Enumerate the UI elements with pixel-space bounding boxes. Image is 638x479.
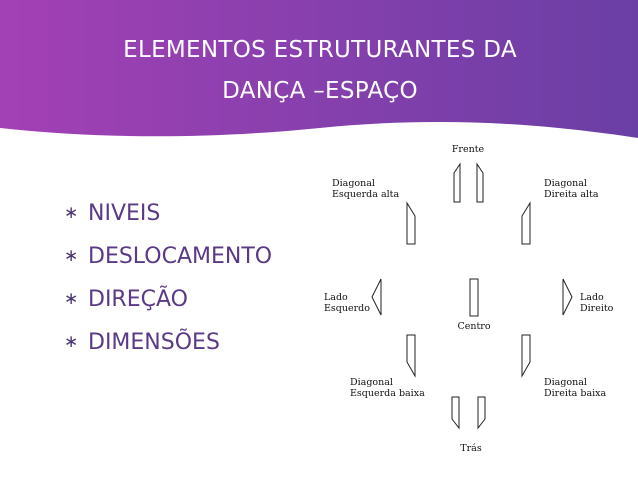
label-line: Diagonal — [350, 377, 393, 388]
label-diagonal-direita-alta: Diagonal Direita alta — [544, 178, 599, 200]
foot-lado-direito-icon — [562, 278, 573, 316]
label-tras: Trás — [460, 443, 482, 454]
foot-diagonal-direita-alta-icon — [521, 201, 531, 245]
label-line: Lado — [324, 292, 348, 303]
bullet-item: ∗ DIMENSÕES — [64, 321, 272, 364]
label-line: Diagonal — [332, 178, 375, 189]
label-lado-direito: Lado Direito — [580, 292, 613, 314]
label-lado-esquerdo: Lado Esquerdo — [324, 292, 370, 314]
bullet-item: ∗ DIREÇÃO — [64, 278, 272, 321]
label-line: Direita alta — [544, 189, 599, 200]
label-line: Esquerdo — [324, 303, 370, 314]
label-line: Direito — [580, 303, 614, 314]
label-diagonal-esquerda-baixa: Diagonal Esquerda baixa — [350, 377, 425, 399]
label-line: Diagonal — [544, 377, 587, 388]
bullet-text: DIMENSÕES — [88, 330, 220, 355]
bullet-item: ∗ NIVEIS — [64, 192, 272, 235]
bullet-star-icon: ∗ — [64, 203, 79, 223]
foot-frente-icon — [453, 162, 484, 203]
foot-diagonal-direita-baixa-icon — [521, 334, 531, 378]
bullet-star-icon: ∗ — [64, 289, 79, 309]
foot-lado-esquerdo-icon — [371, 278, 382, 316]
label-line: Esquerda alta — [332, 189, 400, 200]
title-band — [0, 0, 638, 145]
bullet-text: DESLOCAMENTO — [88, 244, 273, 269]
label-centro: Centro — [457, 321, 491, 332]
label-line: Lado — [580, 292, 604, 303]
label-line: Diagonal — [544, 178, 587, 189]
foot-diagonal-esquerda-alta-icon — [406, 201, 416, 245]
bullet-text: NIVEIS — [88, 201, 161, 226]
bullet-item: ∗ DESLOCAMENTO — [64, 235, 272, 278]
title-line-1: ELEMENTOS ESTRUTURANTES DA — [123, 37, 517, 63]
label-line: Esquerda baixa — [350, 388, 425, 399]
bullet-text: DIREÇÃO — [88, 287, 188, 312]
label-line: Direita baixa — [544, 388, 607, 399]
bullet-star-icon: ∗ — [64, 332, 79, 352]
bullet-list: ∗ NIVEIS ∗ DESLOCAMENTO ∗ DIREÇÃO ∗ DIMENSÕE… — [64, 192, 272, 364]
label-diagonal-esquerda-alta: Diagonal Esquerda alta — [332, 178, 399, 200]
stage-directions-diagram: Frente Diagonal Esquerda alta Diagonal D… — [318, 140, 638, 479]
label-diagonal-direita-baixa: Diagonal Direita baixa — [544, 377, 606, 399]
slide-title: ELEMENTOS ESTRUTURANTES DA DANÇA –ESPAÇO — [40, 30, 600, 112]
foot-tras-icon — [451, 396, 486, 430]
label-frente: Frente — [451, 144, 485, 155]
title-line-2: DANÇA –ESPAÇO — [222, 78, 418, 104]
foot-diagonal-esquerda-baixa-icon — [406, 334, 416, 378]
bullet-star-icon: ∗ — [64, 246, 79, 266]
foot-centro-icon — [469, 278, 479, 317]
